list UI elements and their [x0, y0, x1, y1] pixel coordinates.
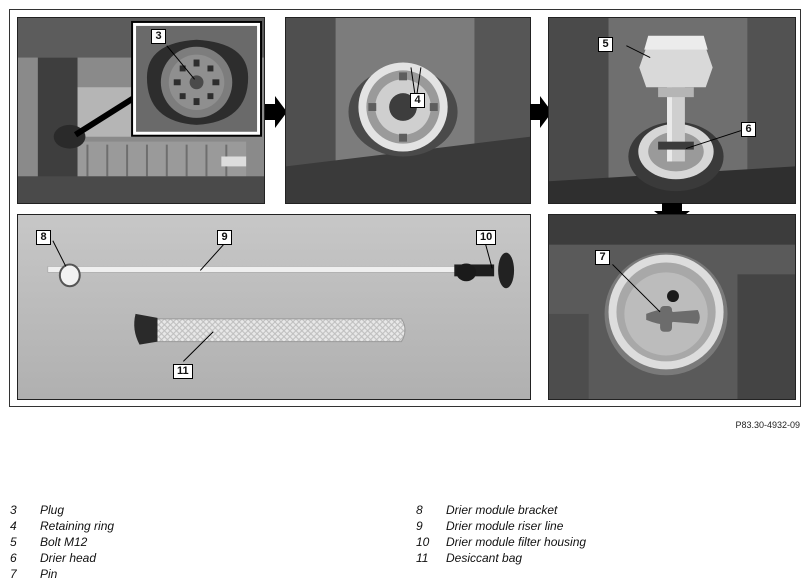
callout-8: 8	[36, 230, 51, 245]
legend-item: 5 Bolt M12	[10, 534, 114, 550]
legend-num: 11	[416, 551, 429, 565]
legend-label: Plug	[40, 503, 65, 517]
legend-label: Retaining ring	[40, 519, 115, 533]
legend-item: 11 Desiccant bag	[416, 550, 586, 566]
legend-num: 4	[10, 519, 17, 533]
legend-left: 3 Plug 4 Retaining ring 5 Bolt M12 6 Drier h…	[10, 502, 114, 582]
legend-item: 7 Pin	[10, 566, 114, 582]
legend-num: 5	[10, 535, 17, 549]
legend-item: 9 Drier module riser line	[416, 518, 586, 534]
legend-num: 10	[416, 535, 430, 549]
legend-right: 8 Drier module bracket 9 Drier module rise…	[416, 502, 586, 566]
legend-num: 8	[416, 503, 423, 517]
legend-num: 3	[10, 503, 17, 517]
photo-bolt-drier-head	[548, 17, 796, 204]
photo-pin	[548, 214, 796, 400]
callout-5: 5	[598, 37, 613, 52]
photo-retaining-ring	[285, 17, 531, 204]
photo-engine-bay	[17, 17, 265, 204]
callout-3: 3	[151, 29, 166, 44]
photo-removed-parts	[17, 214, 531, 400]
callout-11: 11	[173, 364, 193, 379]
callout-6: 6	[741, 122, 756, 137]
legend-item: 10 Drier module filter housing	[416, 534, 586, 550]
legend-label: Pin	[40, 567, 58, 581]
legend-num: 6	[10, 551, 17, 565]
legend-item: 6 Drier head	[10, 550, 114, 566]
callout-4: 4	[410, 93, 425, 108]
legend-item: 3 Plug	[10, 502, 114, 518]
legend-label: Bolt M12	[40, 535, 88, 549]
legend-num: 7	[10, 567, 17, 581]
legend-label: Desiccant bag	[446, 551, 523, 565]
arrow-right-icon	[530, 96, 552, 128]
callout-10: 10	[476, 230, 497, 245]
legend-item: 4 Retaining ring	[10, 518, 114, 534]
legend-label: Drier head	[40, 551, 97, 565]
legend-item: 8 Drier module bracket	[416, 502, 586, 518]
legend-num: 9	[416, 519, 423, 533]
figure-reference: P83.30-4932-09	[735, 420, 800, 430]
callout-9: 9	[217, 230, 232, 245]
legend-label: Drier module filter housing	[446, 535, 587, 549]
legend-label: Drier module riser line	[446, 519, 564, 533]
arrow-right-icon	[265, 96, 287, 128]
legend-label: Drier module bracket	[446, 503, 558, 517]
callout-7: 7	[595, 250, 610, 265]
